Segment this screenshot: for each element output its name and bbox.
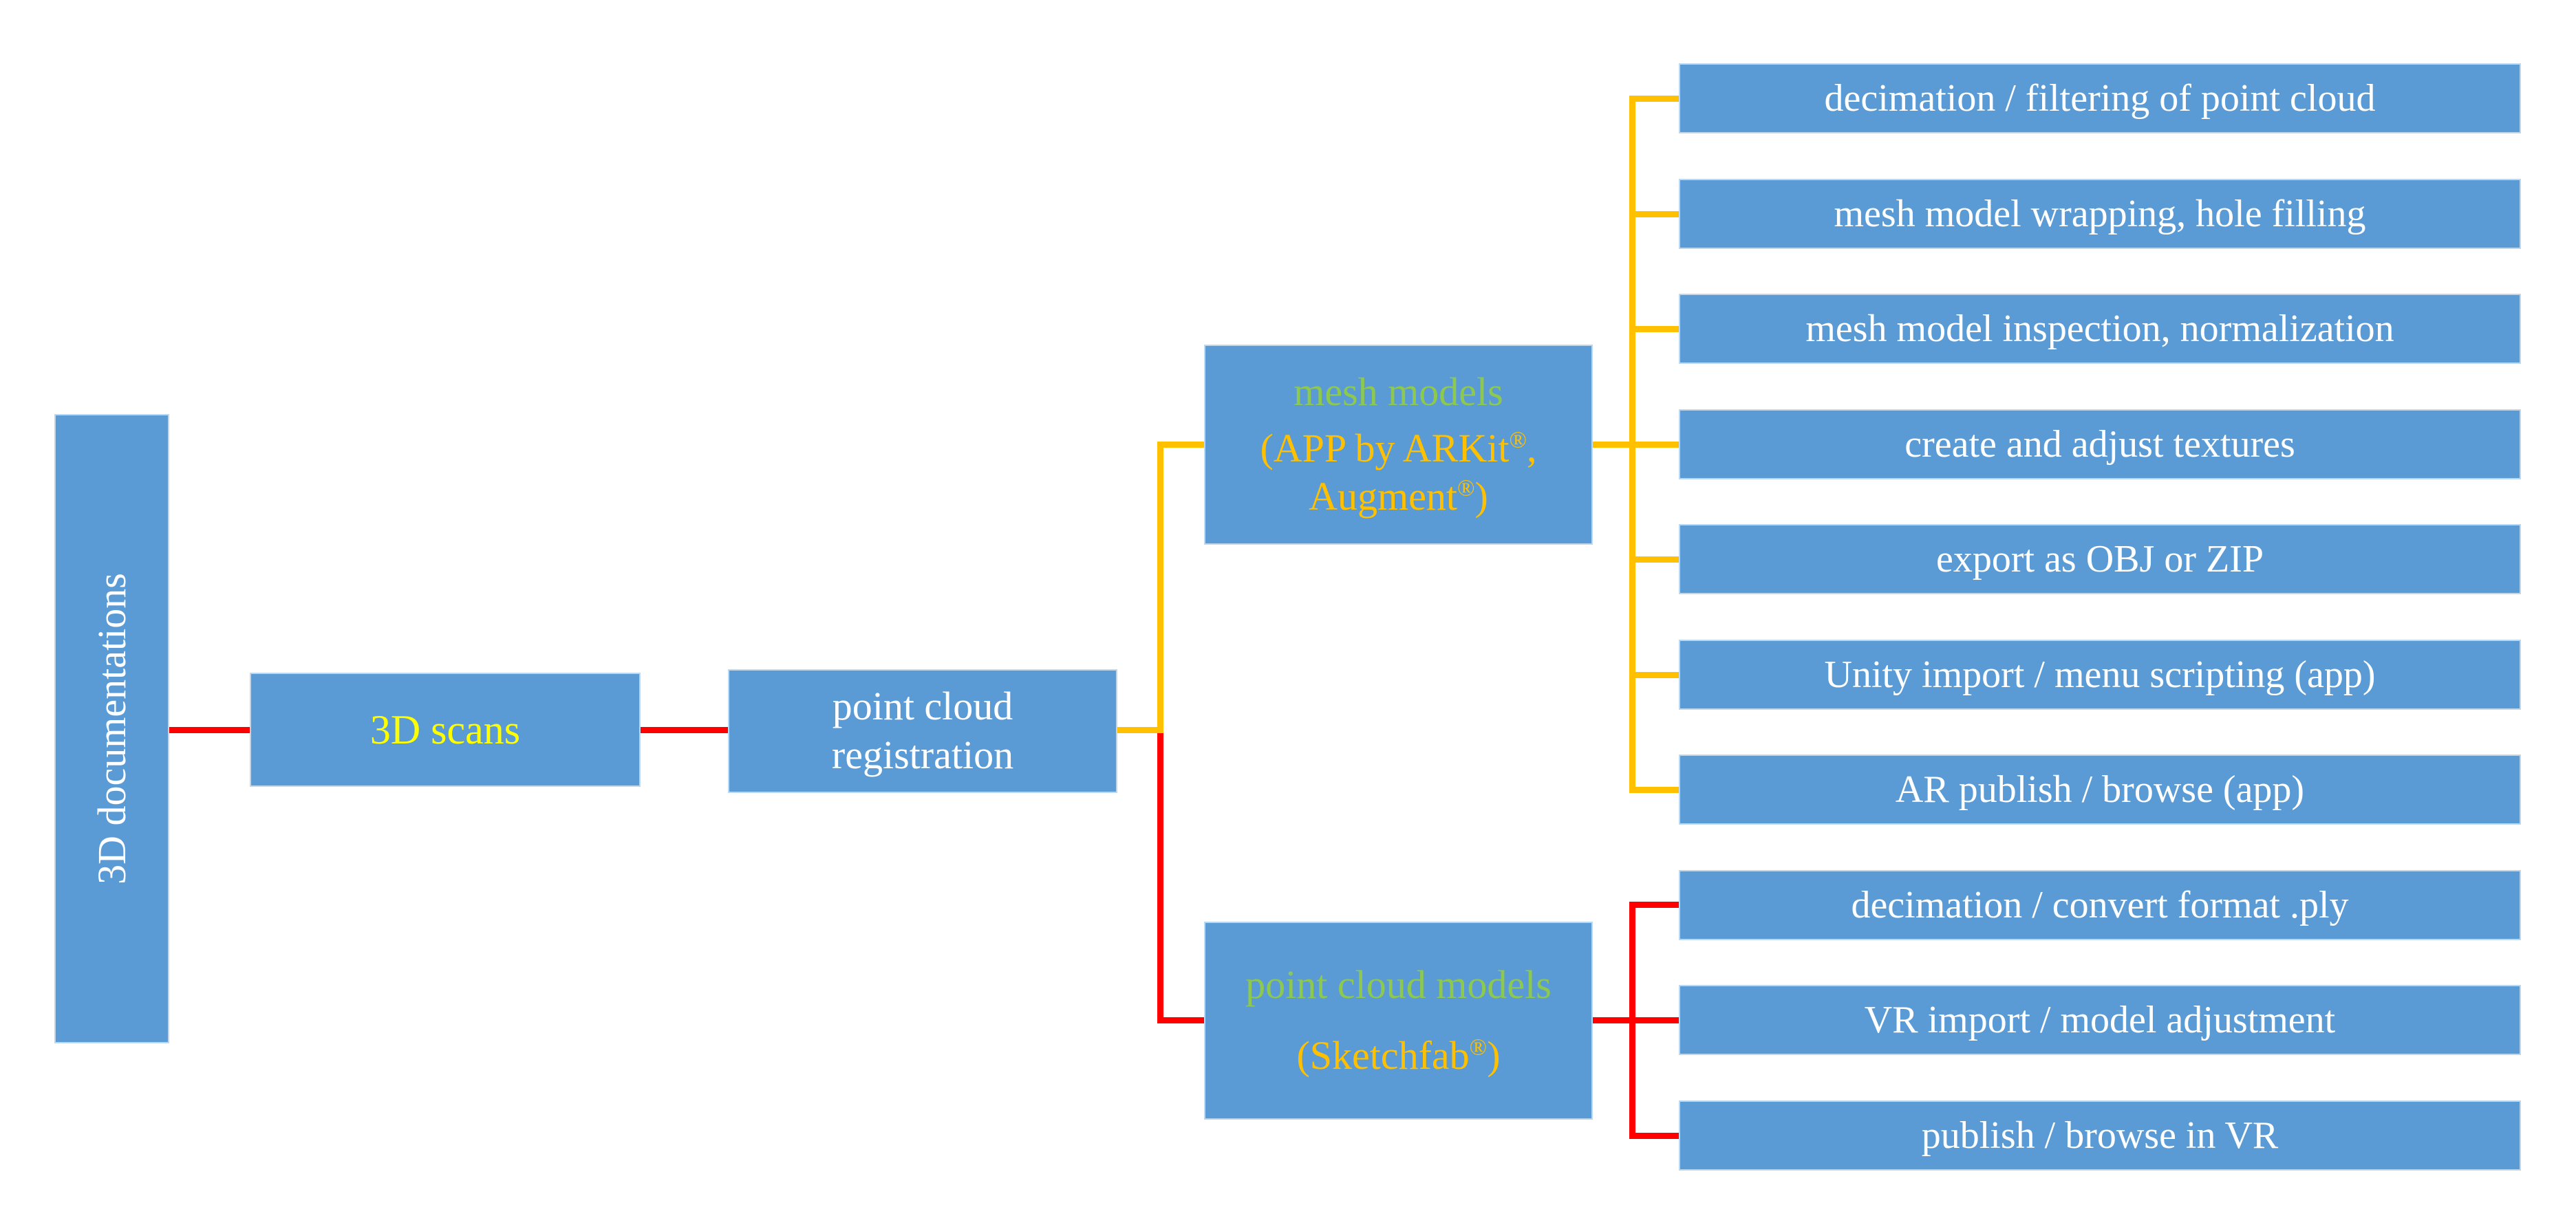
step-label: mesh model inspection, normalization [1805, 307, 2394, 350]
connector-point-cloud-models-to-trunk [1593, 1017, 1679, 1023]
node-point-cloud-registration: point cloud registration [728, 669, 1117, 793]
connector-stub-mesh-step-5 [1629, 556, 1679, 563]
connector-stub-pc-step-1 [1629, 902, 1679, 908]
mesh-step-ar-publish-browse: AR publish / browse (app) [1679, 754, 2521, 825]
node-3d-scans-label: 3D scans [369, 706, 521, 752]
connector-mesh-models-to-trunk [1593, 442, 1679, 448]
connector-stub-mesh-step-6 [1629, 672, 1679, 678]
node-point-cloud-models: point cloud models (Sketchfab®) [1204, 922, 1593, 1120]
node-3d-documentations-label: 3D documentations [89, 573, 134, 884]
mesh-step-create-adjust-textures: create and adjust textures [1679, 409, 2521, 479]
step-label: create and adjust textures [1904, 423, 2295, 466]
step-label: decimation / filtering of point cloud [1824, 77, 2376, 120]
step-label: VR import / model adjustment [1864, 999, 2336, 1041]
mesh-step-export-obj-zip: export as OBJ or ZIP [1679, 524, 2521, 594]
step-label: AR publish / browse (app) [1895, 768, 2305, 811]
connector-stub-mesh-step-2 [1629, 211, 1679, 217]
point-cloud-models-title: point cloud models [1245, 962, 1552, 1007]
connector-scans-to-registration [641, 727, 728, 733]
connector-trunk-down-to-point-cloud-models [1157, 733, 1163, 1023]
connector-trunk-up-to-mesh-models [1157, 442, 1163, 733]
step-label: publish / browse in VR [1921, 1114, 2279, 1157]
node-mesh-models: mesh models (APP by ARKit®, Augment®) [1204, 345, 1593, 545]
pc-step-vr-import-adjustment: VR import / model adjustment [1679, 985, 2521, 1055]
connector-stub-mesh-step-7 [1629, 787, 1679, 793]
pc-step-decimation-convert-ply: decimation / convert format .ply [1679, 870, 2521, 940]
node-point-cloud-registration-label: point cloud registration [831, 684, 1014, 777]
mesh-models-title: mesh models [1294, 369, 1503, 414]
point-cloud-models-subtitle: (Sketchfab®) [1296, 1033, 1501, 1078]
mesh-step-unity-import-scripting: Unity import / menu scripting (app) [1679, 640, 2521, 710]
pc-step-publish-browse-vr: publish / browse in VR [1679, 1100, 2521, 1171]
connector-elbow-into-mesh-models [1157, 442, 1204, 448]
connector-registration-junction-stub [1117, 727, 1163, 733]
connector-stub-mesh-step-1 [1629, 96, 1679, 102]
node-3d-documentations: 3D documentations [54, 414, 169, 1043]
connector-elbow-into-point-cloud-models [1157, 1017, 1204, 1023]
mesh-step-inspection-normalization: mesh model inspection, normalization [1679, 294, 2521, 364]
mesh-step-wrapping-hole-filling: mesh model wrapping, hole filling [1679, 179, 2521, 249]
connector-stub-mesh-step-3 [1629, 326, 1679, 332]
connector-root-to-scans [169, 727, 250, 733]
step-label: Unity import / menu scripting (app) [1824, 653, 2376, 696]
step-label: export as OBJ or ZIP [1936, 538, 2264, 580]
mesh-step-decimation-filtering: decimation / filtering of point cloud [1679, 63, 2521, 133]
mesh-models-subtitle: (APP by ARKit®, Augment®) [1260, 425, 1537, 519]
step-label: decimation / convert format .ply [1851, 884, 2349, 926]
connector-stub-pc-step-3 [1629, 1133, 1679, 1139]
node-3d-scans: 3D scans [250, 673, 641, 787]
step-label: mesh model wrapping, hole filling [1834, 193, 2366, 235]
